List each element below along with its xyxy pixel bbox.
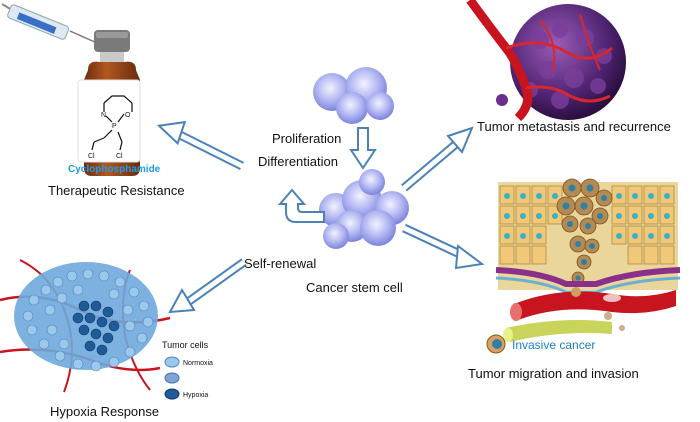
tumor-cells-legend-title: Tumor cells — [162, 340, 209, 350]
metastatic-tumor-illustration — [466, 0, 626, 122]
syringe-icon — [1, 3, 107, 48]
intermediate-cell-legend-icon — [164, 372, 180, 384]
invasive-cancer-label: Invasive cancer — [512, 338, 595, 352]
hypoxia-legend-icon — [164, 388, 180, 400]
hypoxic-tumor-illustration — [0, 259, 171, 393]
normoxia-legend-label: Normoxia — [183, 360, 213, 367]
atom-o: O — [125, 112, 131, 119]
atom-n: N — [101, 112, 106, 119]
hypoxia-legend-label: Hypoxia — [183, 392, 208, 399]
atom-cl-1: Cl — [88, 153, 95, 160]
arrow-to-therapeutic — [156, 120, 245, 171]
metastasis-label: Tumor metastasis and recurrence — [477, 119, 671, 134]
drug-name-label: Cyclophosphamide — [68, 164, 161, 175]
arrow-to-hypoxia — [168, 258, 247, 314]
proliferation-label: Proliferation — [272, 131, 341, 146]
normoxia-legend-icon — [164, 356, 180, 368]
epithelium-tissue-illustration — [495, 178, 681, 294]
arrow-to-migration — [402, 223, 485, 270]
hypoxia-response-label: Hypoxia Response — [50, 404, 159, 419]
migration-label: Tumor migration and invasion — [468, 366, 639, 381]
drug-bottle-icon — [77, 30, 141, 176]
arrow-down — [349, 127, 377, 170]
arrow-to-metastasis — [401, 126, 474, 192]
therapeutic-resistance-label: Therapeutic Resistance — [48, 183, 185, 198]
stem-cell-cluster-top — [313, 67, 394, 124]
atom-p: P — [112, 123, 117, 130]
cancer-stem-cell-label: Cancer stem cell — [306, 280, 403, 295]
atom-cl-2: Cl — [116, 153, 123, 160]
cyclophosphamide-structure — [91, 95, 133, 151]
invasive-cancer-icon — [486, 334, 506, 354]
self-renewal-label: Self-renewal — [244, 256, 316, 271]
stem-cell-cluster-main — [319, 169, 409, 249]
blood-vessel-illustration — [503, 287, 676, 342]
self-renewal-arrow — [277, 188, 325, 223]
differentiation-label: Differentiation — [258, 154, 338, 169]
